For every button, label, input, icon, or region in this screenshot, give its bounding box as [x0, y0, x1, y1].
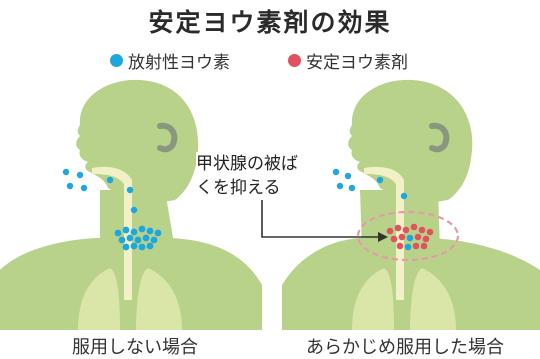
left-thyroid-cluster [114, 225, 162, 251]
particle [406, 234, 414, 242]
right-ear [429, 122, 450, 153]
right-torso [282, 238, 540, 330]
particle [410, 223, 418, 231]
particle [142, 234, 150, 242]
particle [344, 172, 352, 180]
particle [118, 236, 126, 244]
left-ear [157, 122, 178, 153]
callout-line-1: 甲状腺の被ば [196, 154, 298, 174]
particle [122, 243, 130, 251]
particle [138, 225, 146, 233]
particle [332, 168, 340, 176]
left-inhaled-particles [62, 168, 138, 214]
particle [400, 192, 408, 200]
left-lung-right [136, 268, 182, 330]
callout-arrowhead [378, 232, 388, 242]
particle [414, 233, 422, 241]
particle [394, 224, 402, 232]
particle [66, 182, 74, 190]
particle [422, 235, 430, 243]
right-airway [364, 166, 404, 300]
particle [420, 242, 428, 250]
callout-line-2: くを抑える [196, 178, 281, 198]
particle [402, 226, 410, 234]
right-thyroid-cluster [386, 223, 434, 250]
particle [418, 226, 426, 234]
particle [126, 234, 134, 242]
particle [130, 206, 138, 214]
particle [122, 226, 130, 234]
particle [386, 227, 394, 235]
right-blocked-particles [404, 234, 414, 251]
particle [396, 242, 404, 250]
particle [146, 242, 154, 250]
particle [404, 243, 412, 251]
particle [146, 227, 154, 235]
particle [134, 236, 142, 244]
particle [80, 184, 88, 192]
particle [130, 228, 138, 236]
particle [376, 176, 384, 184]
legend-radioactive: 放射性ヨウ素 [110, 48, 230, 73]
particle [150, 236, 158, 244]
particle [336, 182, 344, 190]
left-head [76, 79, 199, 202]
particle [76, 171, 84, 179]
particle [348, 184, 356, 192]
particle [114, 229, 122, 237]
particle [412, 242, 420, 250]
legend-radioactive-label: 放射性ヨウ素 [128, 53, 230, 73]
right-head [348, 79, 473, 202]
particle [106, 176, 114, 184]
right-caption: あらかじめ服用した場合 [306, 337, 504, 358]
red-dot-icon [288, 54, 301, 67]
diagram-title: 安定ヨウ素剤の効果 [148, 8, 392, 37]
particle [398, 233, 406, 241]
particle [390, 235, 398, 243]
legend-stable-label: 安定ヨウ素剤 [306, 53, 408, 73]
particle [62, 168, 70, 176]
thyroid-highlight [356, 210, 460, 262]
particle [130, 242, 138, 250]
particle [426, 228, 434, 236]
left-person [0, 79, 262, 330]
right-lung-right [410, 268, 456, 330]
left-lung-left [78, 268, 120, 330]
right-person [282, 79, 540, 330]
left-airway [92, 166, 132, 300]
particle [138, 243, 146, 251]
right-lung-left [352, 268, 394, 330]
left-caption: 服用しない場合 [72, 337, 198, 358]
particle [126, 186, 134, 194]
blue-dot-icon [110, 54, 123, 67]
callout-arrow [261, 200, 378, 238]
right-inhaled-particles [332, 168, 408, 200]
callout-text: 甲状腺の被ば くを抑える [196, 152, 306, 200]
particle [154, 229, 162, 237]
legend-stable: 安定ヨウ素剤 [288, 48, 408, 73]
